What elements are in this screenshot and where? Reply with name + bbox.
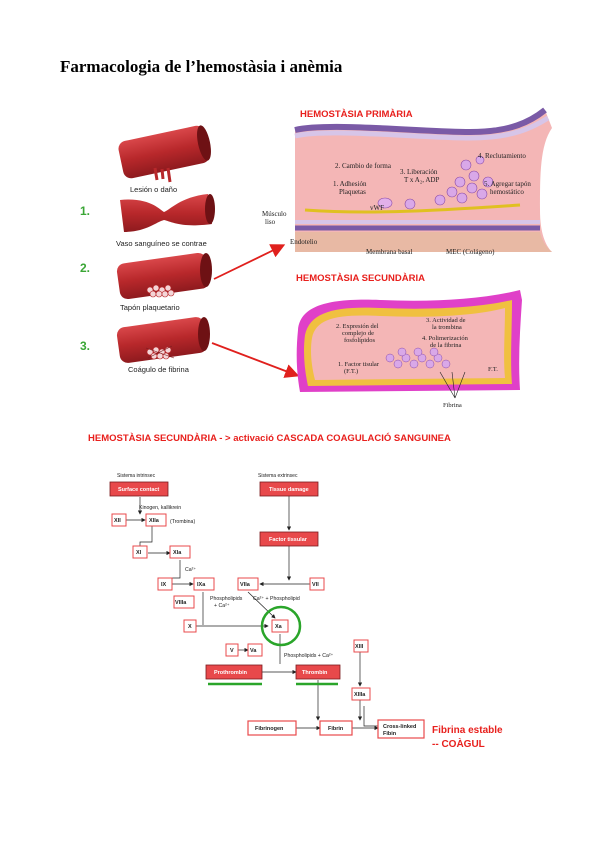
label-liberacion: 3. Liberación xyxy=(400,168,438,176)
label-phospho-1: Phospholipids xyxy=(210,596,243,602)
box-tissue-damage: Tissue damage xyxy=(269,487,309,493)
box-factor-tissular: Factor tissular xyxy=(269,537,308,543)
box-x: X xyxy=(188,624,192,630)
fibrina-pointer-lines xyxy=(439,371,466,399)
label-trombina-paren: (Trombina) xyxy=(170,519,195,525)
label-reclutamiento: 4. Reclutamiento xyxy=(478,152,526,160)
step-number-2: 2. xyxy=(80,261,90,275)
label-expresion: 2. Expresión del xyxy=(336,323,379,330)
box-ix: IX xyxy=(161,582,167,588)
box-prothrombin: Prothrombin xyxy=(214,670,248,676)
step-number-1: 1. xyxy=(80,204,90,218)
box-fibrinogen: Fibrinogen xyxy=(255,726,284,732)
vessel-label-platelet: Tapón plaquetario xyxy=(120,303,180,312)
label-phospho-1b: + Ca²⁺ xyxy=(214,603,230,609)
arrow-to-primary xyxy=(213,244,286,280)
label-sistema-intrinsec: Sistema intrinsec xyxy=(117,473,156,479)
label-fibrina: Fibrina xyxy=(443,402,462,409)
label-ft: (F.T.) xyxy=(344,368,358,375)
box-xiia: XIIa xyxy=(149,518,160,524)
label-vwf: vWF xyxy=(370,204,384,212)
label-liberacion-2: T x A₂, ADP xyxy=(404,176,439,184)
vessel-label-contracted: Vaso sanguíneo se contrae xyxy=(116,239,207,248)
label-cambio-forma: 2. Cambio de forma xyxy=(335,162,392,170)
cascade-title: HEMOSTÀSIA SECUNDÀRIA - > activació CASC… xyxy=(88,432,451,444)
label-sistema-extrinsec: Sistema extrinsec xyxy=(258,473,298,479)
label-fibrina-estable: Fibrina estable xyxy=(432,725,503,736)
label-polimerizacion: 4. Polimerización xyxy=(422,335,469,342)
step-number-3: 3. xyxy=(80,339,90,353)
label-phospho-2: Phospholipids + Ca²⁺ xyxy=(284,653,334,659)
box-xiii: XIII xyxy=(355,644,364,650)
box-ixa: IXa xyxy=(197,582,206,588)
box-xi: XI xyxy=(136,550,142,556)
box-vii: VII xyxy=(312,582,319,588)
label-musculo: Músculo xyxy=(262,210,287,218)
label-adhesion: 1. Adhesión xyxy=(333,180,367,188)
box-xa: Xa xyxy=(275,624,283,630)
box-viiia: VIIIa xyxy=(175,600,187,606)
page-title: Farmacologia de l’hemostàsia i anèmia xyxy=(60,57,343,76)
vessel-lesion xyxy=(118,125,211,183)
box-viia: VIIa xyxy=(240,582,251,588)
label-endotelio: Endotelio xyxy=(290,238,318,246)
box-thrombin: Thrombin xyxy=(302,670,328,676)
label-fosfolipidos: fosfolípidos xyxy=(344,337,376,344)
highlight-circle-xa xyxy=(260,605,302,647)
primary-vessel-illustration xyxy=(294,107,552,252)
cascade-boxes: Surface contact Tissue damage XII XIIa F… xyxy=(109,481,425,739)
label-mec: MEC (Colágeno) xyxy=(446,248,495,256)
label-liso: liso xyxy=(265,218,276,226)
vessel-fibrin-clot xyxy=(116,317,210,363)
label-ft-right: F.T. xyxy=(488,366,498,373)
box-xia: XIa xyxy=(173,550,182,556)
label-kinogen: Kinogen, kallikrein xyxy=(139,505,181,511)
box-xii: XII xyxy=(114,518,121,524)
label-hemostatico: hemostático xyxy=(490,188,524,196)
vessel-platelet-plug xyxy=(116,252,212,300)
cascade-arrows xyxy=(126,496,379,731)
label-actividad: 3. Actividad de xyxy=(426,317,466,324)
label-agregar: 5. Agregar tapón xyxy=(484,180,531,188)
label-ca-1: Ca²⁺ xyxy=(185,567,196,573)
label-coagul: -- COÀGUL xyxy=(432,737,485,750)
secondary-vessel-illustration xyxy=(296,290,522,392)
label-trombina: la trombina xyxy=(432,324,462,331)
label-ca-phospholipid: Ca²⁺ + Phospholipid xyxy=(253,596,300,602)
box-v: V xyxy=(230,648,234,654)
label-factor-tisular: 1. Factor tisular xyxy=(338,361,380,368)
label-complejo: complejo de xyxy=(342,330,374,337)
label-de-la-fibrina: de la fibrina xyxy=(430,342,462,349)
box-va: Va xyxy=(250,648,257,654)
label-plaquetas: Plaquetas xyxy=(339,188,366,196)
arrow-to-secondary xyxy=(211,342,300,378)
box-crosslinked: Cross-linked xyxy=(383,724,416,730)
box-fibrin: Fibrin xyxy=(328,726,344,732)
secondary-title: HEMOSTÀSIA SECUNDÀRIA xyxy=(296,273,425,284)
box-fibin: Fibin xyxy=(383,731,397,737)
primary-title: HEMOSTÀSIA PRIMÀRIA xyxy=(300,109,413,120)
box-surface-contact: Surface contact xyxy=(118,487,159,493)
box-xiiia: XIIIa xyxy=(354,692,366,698)
vessel-label-fibrin: Coágulo de fibrina xyxy=(128,365,190,374)
label-membrana-basal: Membrana basal xyxy=(366,248,413,256)
vessel-label-lesion: Lesión o daño xyxy=(130,185,177,194)
vessel-contracted xyxy=(120,194,215,232)
